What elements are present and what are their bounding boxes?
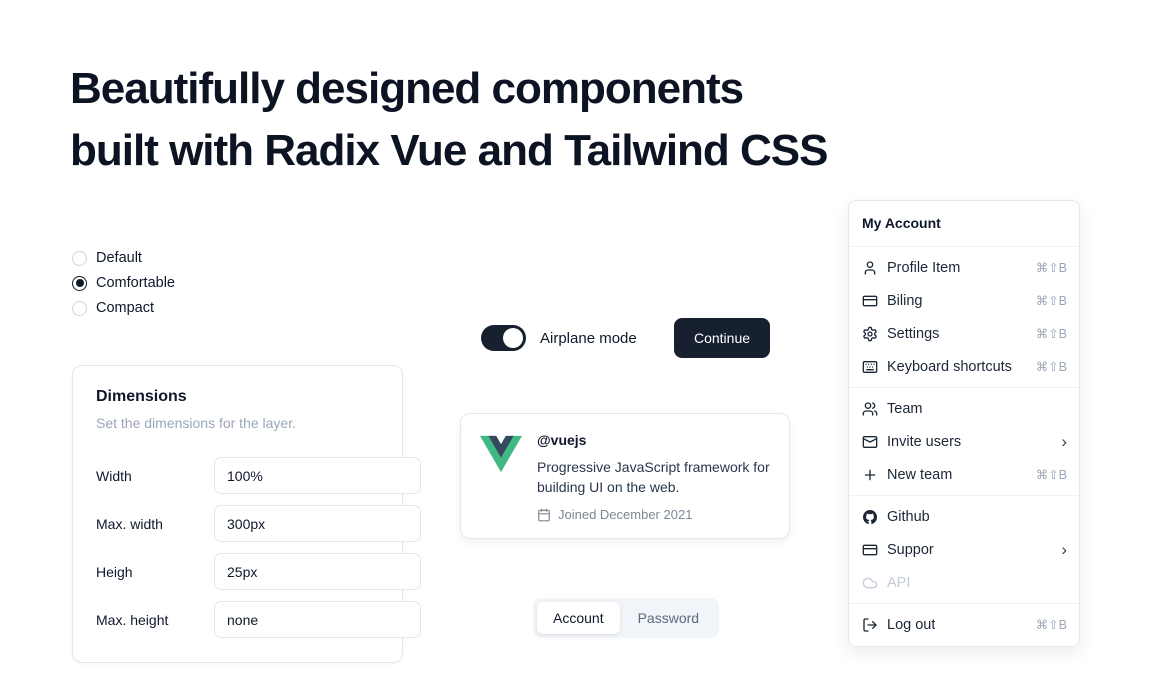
gear-icon (861, 325, 878, 342)
radio-option-compact[interactable]: Compact (72, 300, 175, 316)
radio-circle-icon[interactable] (72, 300, 87, 316)
radio-option-default[interactable]: Default (72, 250, 175, 266)
airplane-mode-toggle[interactable] (481, 325, 526, 351)
menu-item-invite-users[interactable]: Invite users › (849, 425, 1079, 458)
menu-item-label: Profile Item (887, 259, 961, 276)
menu-separator (849, 495, 1079, 496)
radio-circle-selected-icon[interactable] (72, 275, 87, 291)
radio-label: Compact (96, 300, 155, 316)
user-icon (861, 259, 878, 276)
menu-item-label: Invite users (887, 433, 962, 450)
height-row: Heigh (96, 553, 421, 590)
max-height-label: Max. height (96, 611, 169, 628)
menu-item-label: API (887, 574, 911, 591)
log-out-icon (861, 616, 878, 633)
menu-shortcut: ⌘⇧B (1035, 261, 1067, 275)
chevron-right-icon: › (1061, 540, 1067, 559)
page-title-line1: Beautifully designed components (70, 64, 744, 113)
account-menu: My Account Profile Item ⌘⇧B Biling ⌘⇧B S… (848, 200, 1080, 647)
tab-password[interactable]: Password (622, 602, 715, 634)
account-password-tabs: Account Password (533, 598, 720, 638)
radio-label: Comfortable (96, 275, 175, 291)
menu-item-settings[interactable]: Settings ⌘⇧B (849, 317, 1079, 350)
max-width-label: Max. width (96, 515, 163, 532)
plus-icon (861, 466, 878, 483)
tab-account[interactable]: Account (537, 602, 620, 634)
joined-row: Joined December 2021 (537, 507, 770, 522)
menu-item-team[interactable]: Team (849, 392, 1079, 425)
menu-item-label: New team (887, 466, 953, 483)
cloud-icon (861, 574, 878, 591)
github-icon (861, 508, 878, 525)
credit-card-icon (861, 292, 878, 309)
toggle-knob (503, 328, 523, 348)
menu-item-label: Suppor (887, 541, 934, 558)
continue-button[interactable]: Continue (674, 318, 770, 358)
menu-shortcut: ⌘⇧B (1035, 294, 1067, 308)
height-label: Heigh (96, 563, 133, 580)
menu-item-label: Team (887, 400, 923, 417)
menu-item-label: Keyboard shortcuts (887, 358, 1012, 375)
vuejs-description: Progressive JavaScript framework for bui… (537, 459, 770, 495)
dimensions-title: Dimensions (96, 388, 187, 405)
menu-item-new-team[interactable]: New team ⌘⇧B (849, 458, 1079, 491)
vuejs-hover-card: @vuejs Progressive JavaScript framework … (460, 413, 790, 539)
menu-item-label: Github (887, 508, 930, 525)
dimensions-card: Dimensions Set the dimensions for the la… (72, 365, 421, 663)
menu-shortcut: ⌘⇧B (1035, 360, 1067, 374)
height-field[interactable] (214, 553, 421, 590)
hover-card-body: @vuejs Progressive JavaScript framework … (537, 432, 770, 522)
page-title: Beautifully designed components built wi… (70, 58, 828, 182)
max-width-row: Max. width (96, 505, 421, 542)
menu-title: My Account (862, 215, 941, 231)
vue-logo-icon (480, 435, 522, 473)
menu-item-label: Log out (887, 616, 936, 633)
airplane-mode-label: Airplane mode (540, 329, 637, 347)
menu-separator (849, 387, 1079, 388)
menu-item-profile[interactable]: Profile Item ⌘⇧B (849, 251, 1079, 284)
menu-item-keyboard-shortcuts[interactable]: Keyboard shortcuts ⌘⇧B (849, 350, 1079, 383)
menu-item-github[interactable]: Github (849, 500, 1079, 533)
width-label: Width (96, 467, 132, 484)
dimensions-subtitle: Set the dimensions for the layer. (96, 415, 296, 431)
menu-shortcut: ⌘⇧B (1035, 327, 1067, 341)
chevron-right-icon: › (1061, 432, 1067, 451)
menu-separator (849, 246, 1079, 247)
radio-label: Default (96, 250, 142, 266)
menu-shortcut: ⌘⇧B (1035, 468, 1067, 482)
joined-text: Joined December 2021 (558, 507, 693, 522)
menu-item-label: Biling (887, 292, 923, 309)
vuejs-handle: @vuejs (537, 432, 587, 448)
max-width-field[interactable] (214, 505, 421, 542)
menu-separator (849, 603, 1079, 604)
page-title-line2: built with Radix Vue and Tailwind CSS (70, 126, 828, 175)
max-height-field[interactable] (214, 601, 421, 638)
width-row: Width (96, 457, 421, 494)
keyboard-icon (861, 358, 878, 375)
menu-item-log-out[interactable]: Log out ⌘⇧B (849, 608, 1079, 641)
menu-item-support[interactable]: Suppor › (849, 533, 1079, 566)
width-field[interactable] (214, 457, 421, 494)
calendar-icon (538, 508, 550, 521)
radio-circle-icon[interactable] (72, 250, 87, 266)
density-radio-group: Default Comfortable Compact (72, 250, 175, 316)
menu-shortcut: ⌘⇧B (1035, 618, 1067, 632)
invite-users-icon (861, 433, 878, 450)
radio-option-comfortable[interactable]: Comfortable (72, 275, 175, 291)
menu-item-billing[interactable]: Biling ⌘⇧B (849, 284, 1079, 317)
users-icon (861, 400, 878, 417)
menu-item-label: Settings (887, 325, 940, 342)
support-icon (861, 541, 878, 558)
max-height-row: Max. height (96, 601, 421, 638)
airplane-mode-row: Airplane mode (481, 325, 637, 351)
menu-item-api: API (849, 566, 1079, 599)
